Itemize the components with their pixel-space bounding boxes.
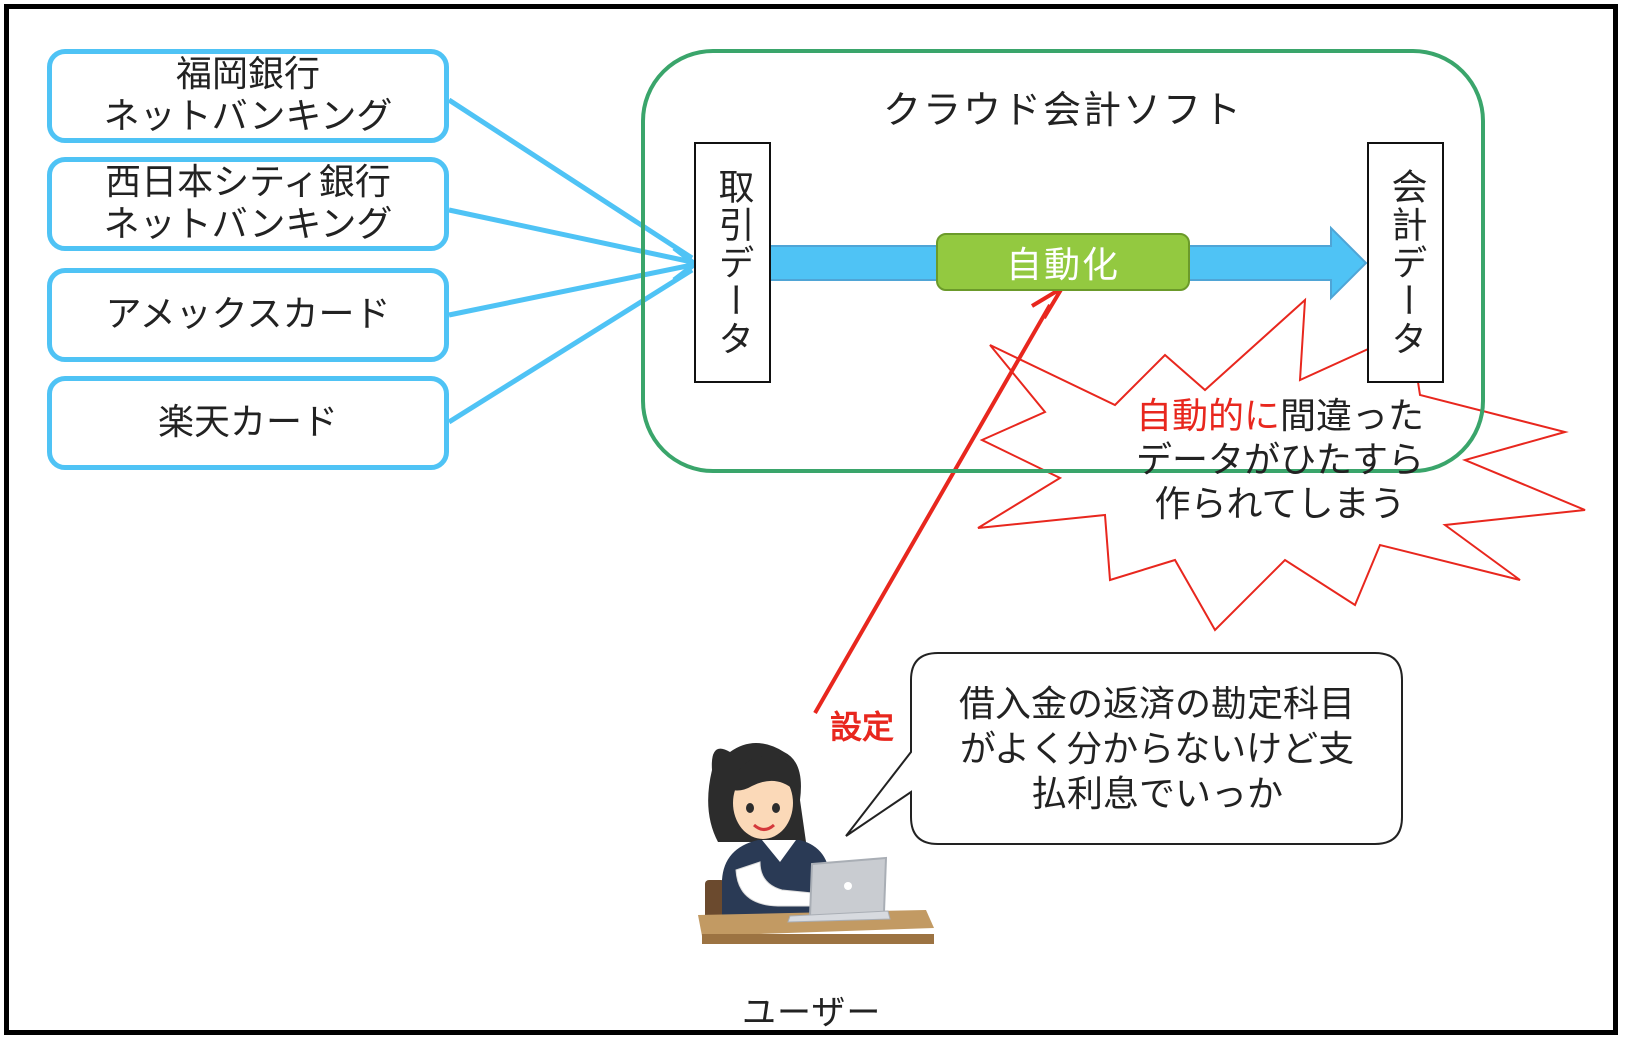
source-box-rakuten-card: 楽天カード [47,376,449,470]
warning-text: 自動的に間違った データがひたすら 作られてしまう [1110,395,1450,527]
source-arrow-1 [447,97,694,261]
source-label-line2: ネットバンキング [103,204,393,245]
setting-label: 設定 [830,708,895,746]
source-label-line1: 楽天カード [157,402,338,443]
source-arrow-3 [448,262,693,318]
source-box-amex-card: アメックスカード [47,268,449,362]
speech-line3: 払利息でいっか [1030,774,1283,815]
accounting-data-label: 会計データ [1385,167,1427,358]
source-label-line1: 福岡銀行 [175,54,320,95]
cloud-software-container: クラウド会計ソフト [641,49,1485,473]
speech-line2: がよく分からないけど支 [959,729,1355,770]
transaction-data-label: 取引データ [712,167,754,358]
speech-line1: 借入金の返済の勘定科目 [958,684,1355,725]
diagram-frame [4,4,1618,1035]
source-box-nishinippon-city-bank: 西日本シティ銀行 ネットバンキング [47,157,449,251]
warning-line1: 自動的に間違った [1110,395,1450,439]
cloud-software-title: クラウド会計ソフト [882,88,1243,132]
speech-bubble [845,652,1403,845]
warning-highlight: 自動的に [1135,396,1280,437]
source-box-fukuoka-bank: 福岡銀行 ネットバンキング [47,49,449,143]
source-label-line1: 西日本シティ銀行 [105,162,391,203]
source-label-line1: アメックスカード [105,294,391,335]
speech-bubble-text: 借入金の返済の勘定科目 がよく分からないけど支 払利息でいっか [912,682,1402,817]
warning-line2: データがひたすら [1135,440,1424,481]
setting-arrow [813,304,1052,714]
transaction-data-box: 取引データ [694,142,771,383]
user-label: ユーザー [742,993,882,1033]
warning-burst [977,297,1586,632]
warning-line1-rest: 間違った [1280,396,1425,437]
source-label-line2: ネットバンキング [103,96,393,137]
automation-process: 自動化 [936,233,1190,291]
user-illustration [698,743,934,944]
source-arrow-4 [447,267,694,425]
accounting-data-box: 会計データ [1367,142,1444,383]
source-arrow-2 [448,207,693,265]
warning-line3: 作られてしまう [1154,484,1406,525]
automation-label: 自動化 [1005,245,1120,286]
